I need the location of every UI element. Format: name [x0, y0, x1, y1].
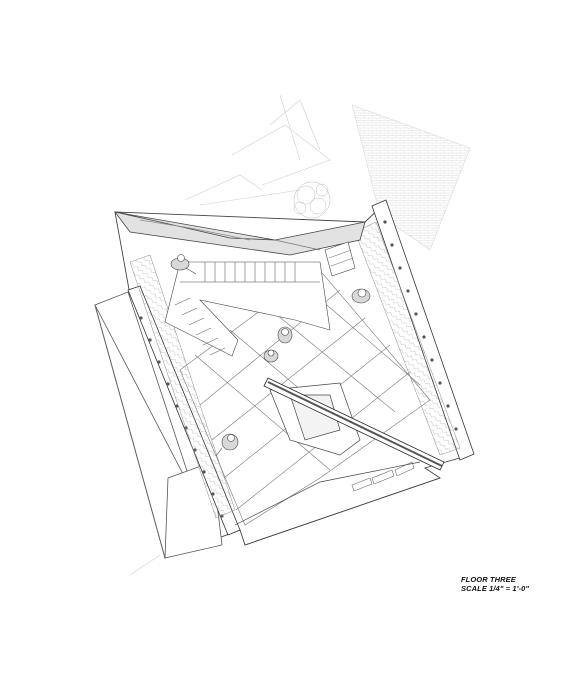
- planter-strips: [129, 221, 461, 519]
- drawing-title: FLOOR THREE: [461, 575, 516, 584]
- person-figure-5: [215, 433, 239, 457]
- right-curtain-wall: [371, 199, 475, 461]
- people-figures: [170, 254, 371, 457]
- main-stair: [164, 261, 331, 357]
- person-figure-1: [170, 254, 197, 275]
- drawing-scale: SCALE 1/4" = 1'-0": [461, 584, 530, 593]
- left-wedge-wall: [94, 291, 223, 559]
- roof-canopy: [114, 211, 366, 256]
- tree-symbol: [293, 181, 331, 219]
- diagonal-beam: [263, 377, 445, 471]
- person-figure-4: [263, 349, 279, 363]
- small-stair: [324, 241, 356, 277]
- person-figure-3: [277, 326, 293, 344]
- drawing-title-block: FLOOR THREE SCALE 1/4" = 1'-0": [461, 575, 561, 593]
- person-figure-2: [351, 288, 371, 304]
- floor-edge: [234, 461, 441, 546]
